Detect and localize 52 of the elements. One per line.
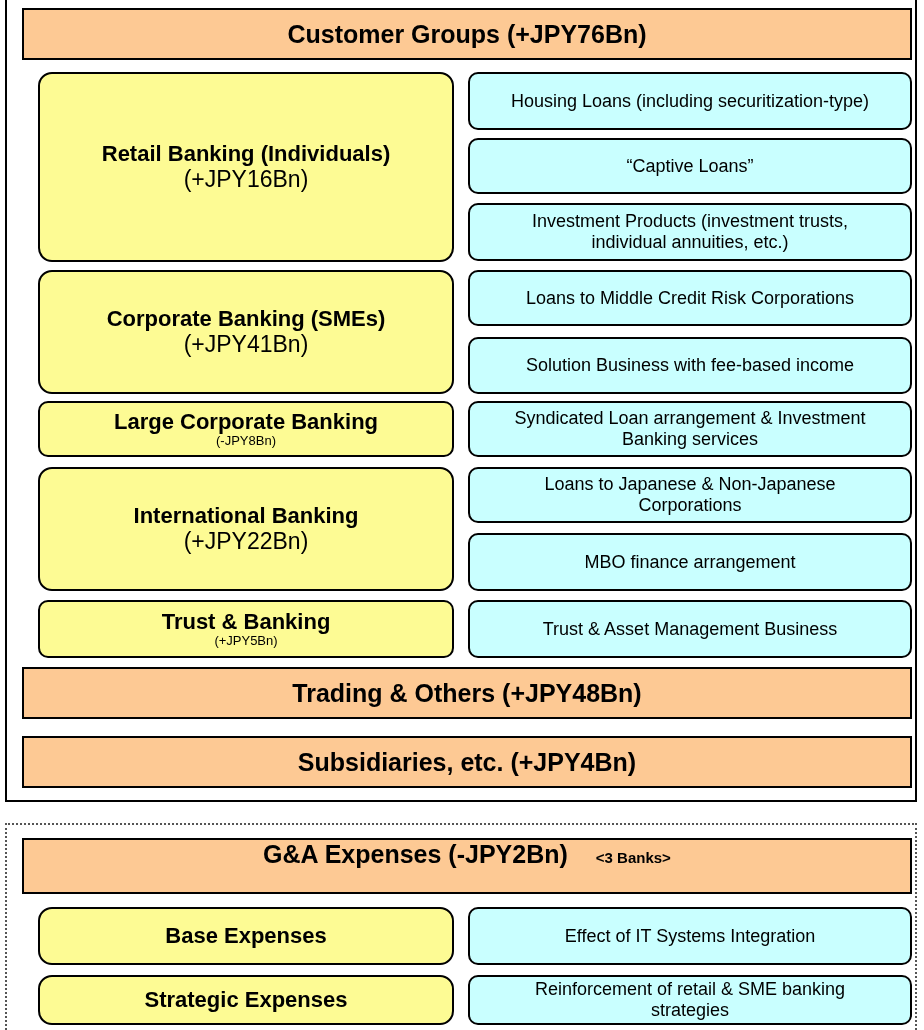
segment-title: International Banking — [133, 503, 359, 529]
detail-box — [468, 533, 912, 591]
segment-box — [38, 467, 454, 591]
amount-text: (+JPY16Bn) — [183, 166, 309, 193]
header-bar — [22, 8, 912, 60]
segment-box — [38, 401, 454, 457]
segment-box — [38, 907, 454, 965]
detail-text: Loans to Middle Credit Risk Corporations — [524, 287, 856, 309]
detail-box — [468, 975, 912, 1025]
heading-text: Customer Groups (+JPY76Bn) — [287, 19, 647, 49]
detail-text: MBO finance arrangement — [583, 551, 797, 573]
amount-text: (+JPY5Bn) — [214, 634, 278, 650]
segment-title: Base Expenses — [165, 923, 327, 949]
detail-box — [468, 907, 912, 965]
detail-box — [468, 337, 912, 394]
segment-title: Trust & Banking — [161, 608, 331, 635]
amount-text: (+JPY22Bn) — [183, 528, 309, 555]
heading-text: Subsidiaries, etc. (+JPY4Bn) — [297, 747, 637, 777]
segment-title: Large Corporate Banking — [113, 408, 378, 435]
detail-text: Loans to Japanese & Non-Japanese Corporations — [543, 474, 837, 516]
heading-text: Trading & Others (+JPY48Bn) — [292, 678, 642, 708]
segment-box — [38, 600, 454, 658]
detail-box — [468, 138, 912, 194]
segment-title: Corporate Banking (SMEs) — [106, 306, 386, 332]
detail-text: “Captive Loans” — [625, 155, 755, 177]
detail-text: Solution Business with fee-based income — [524, 355, 856, 376]
amount-text: (-JPY8Bn) — [216, 434, 276, 450]
detail-text: Trust & Asset Management Business — [541, 618, 839, 640]
detail-text: Syndicated Loan arrangement & Investment Banking services — [513, 408, 867, 450]
header-bar — [22, 667, 912, 719]
segment-box — [38, 72, 454, 262]
group-frame — [5, 823, 917, 1030]
header-bar — [22, 736, 912, 788]
note-text: <3 Banks> — [595, 849, 671, 867]
detail-text: Reinforcement of retail & SME banking strategies — [533, 979, 847, 1021]
detail-box — [468, 467, 912, 523]
detail-box — [468, 401, 912, 457]
detail-text: Housing Loans (including securitization-type) — [509, 90, 871, 112]
detail-box — [468, 72, 912, 130]
segment-box — [38, 975, 454, 1025]
detail-box — [468, 270, 912, 326]
detail-box — [468, 600, 912, 658]
segment-title: Strategic Expenses — [144, 987, 348, 1013]
header-bar — [22, 838, 912, 894]
detail-text: Investment Products (investment trusts, individual annuities, etc.) — [530, 211, 850, 253]
detail-box — [468, 203, 912, 261]
heading-text: G&A Expenses (-JPY2Bn) — [263, 840, 568, 869]
detail-text: Effect of IT Systems Integration — [563, 925, 817, 947]
amount-text: (+JPY41Bn) — [183, 331, 309, 358]
group-frame — [5, 0, 917, 802]
segment-title: Retail Banking (Individuals) — [101, 141, 391, 167]
segment-box — [38, 270, 454, 394]
